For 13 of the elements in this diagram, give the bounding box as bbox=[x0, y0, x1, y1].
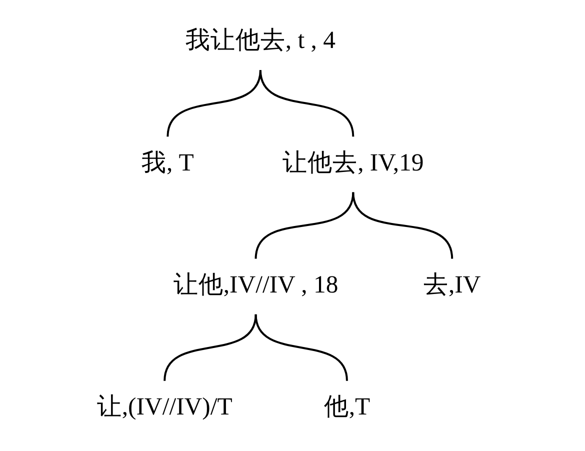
connector bbox=[259, 70, 354, 137]
node-text: 让他,IV//IV , 18 bbox=[173, 271, 338, 298]
connector bbox=[166, 70, 262, 137]
connector bbox=[352, 192, 454, 259]
node-text: 让,(IV//IV)/T bbox=[96, 394, 232, 421]
connector bbox=[254, 314, 348, 381]
node-text: 去,IV bbox=[423, 271, 481, 298]
node-text: 他,T bbox=[324, 394, 370, 421]
node-text: 让他去, IV,19 bbox=[282, 149, 424, 176]
connector bbox=[164, 314, 257, 381]
connector bbox=[254, 192, 354, 259]
node-text: 我, T bbox=[141, 149, 194, 176]
node-text: 我让他去, t , 4 bbox=[185, 27, 336, 54]
